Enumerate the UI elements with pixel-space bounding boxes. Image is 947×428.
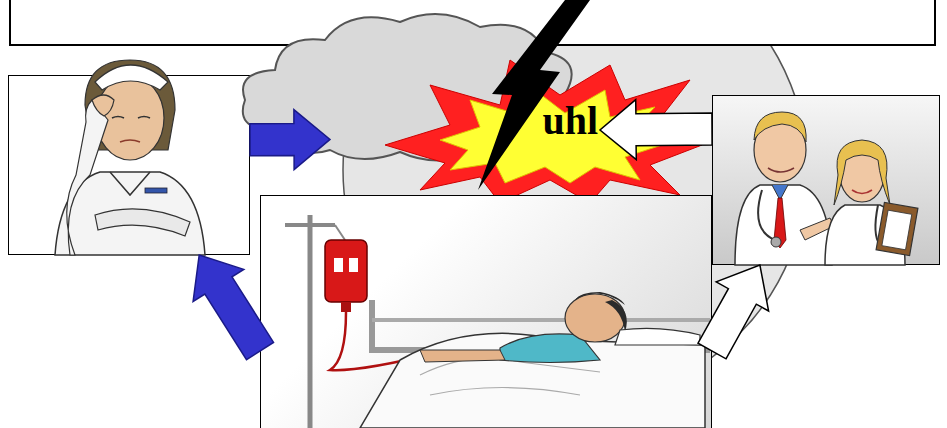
burst-inner	[440, 90, 662, 183]
burst-outer	[385, 60, 702, 203]
doctors-panel	[712, 95, 940, 265]
explosion-burst: uhl	[440, 85, 600, 160]
patient-panel	[260, 195, 712, 428]
node-label: uhl	[542, 99, 598, 143]
nurse-panel	[8, 75, 250, 255]
